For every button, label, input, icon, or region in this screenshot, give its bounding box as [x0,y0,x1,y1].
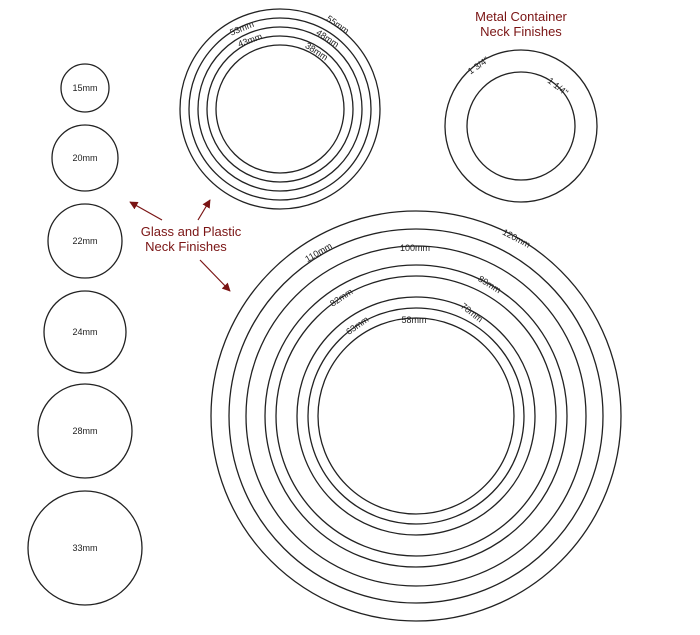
circle-label-15mm: 15mm [72,83,97,93]
ring-38mm [215,44,345,174]
ring-label-1-1-4-inch: 1 1/4" [546,76,570,98]
circle-28mm [37,383,133,479]
glass-title-group: Glass and Plastic Neck Finishes [129,199,242,292]
ring-58mm [317,317,515,515]
arrow-to-medium-rings [197,199,211,221]
ring-63mm [307,307,525,525]
ring-label-70mm: 70mm [459,301,485,324]
ring-label-1-3-4-inch: 1 3/4" [466,55,491,77]
large-rings-group: 120mm 110mm 100mm 89mm 82mm 70mm 63mm 58… [210,210,622,622]
ring-100mm [245,245,587,587]
circle-15mm [60,63,110,113]
ring-1-1-4-inch [466,71,576,181]
circle-label-24mm: 24mm [72,327,97,337]
ring-label-58mm: 58mm [401,315,426,325]
circle-label-22mm: 22mm [72,236,97,246]
ring-110mm [228,228,604,604]
circle-24mm [43,290,127,374]
circle-label-28mm: 28mm [72,426,97,436]
circle-label-33mm: 33mm [72,543,97,553]
metal-rings-group: Metal Container Neck Finishes 1 3/4" 1 1… [444,9,598,203]
ring-120mm [210,210,622,622]
medium-rings-group: 53mm 55mm 43mm 48mm 38mm [179,8,381,210]
circle-22mm [47,203,123,279]
metal-title-line2: Neck Finishes [480,24,562,39]
metal-title-line1: Metal Container [475,9,567,24]
circle-33mm [27,490,143,606]
ring-label-110mm: 110mm [303,241,333,264]
ring-label-120mm: 120mm [501,227,532,250]
ring-1-3-4-inch [444,49,598,203]
ring-82mm [275,275,557,557]
circle-label-20mm: 20mm [72,153,97,163]
ring-55mm [179,8,381,210]
ring-89mm [264,264,568,568]
ring-53mm [188,17,372,201]
arrow-to-small-circles [129,201,163,221]
small-circles-group: 15mm 20mm 22mm 24mm 28mm 33mm [27,63,143,606]
ring-label-100mm: 100mm [400,243,430,253]
circle-20mm [51,124,119,192]
glass-title-line1: Glass and Plastic [141,224,242,239]
ring-70mm [296,296,536,536]
glass-title-line2: Neck Finishes [145,239,227,254]
arrow-to-large-rings [199,259,231,292]
ring-43mm [206,35,354,183]
ring-48mm [197,26,363,192]
